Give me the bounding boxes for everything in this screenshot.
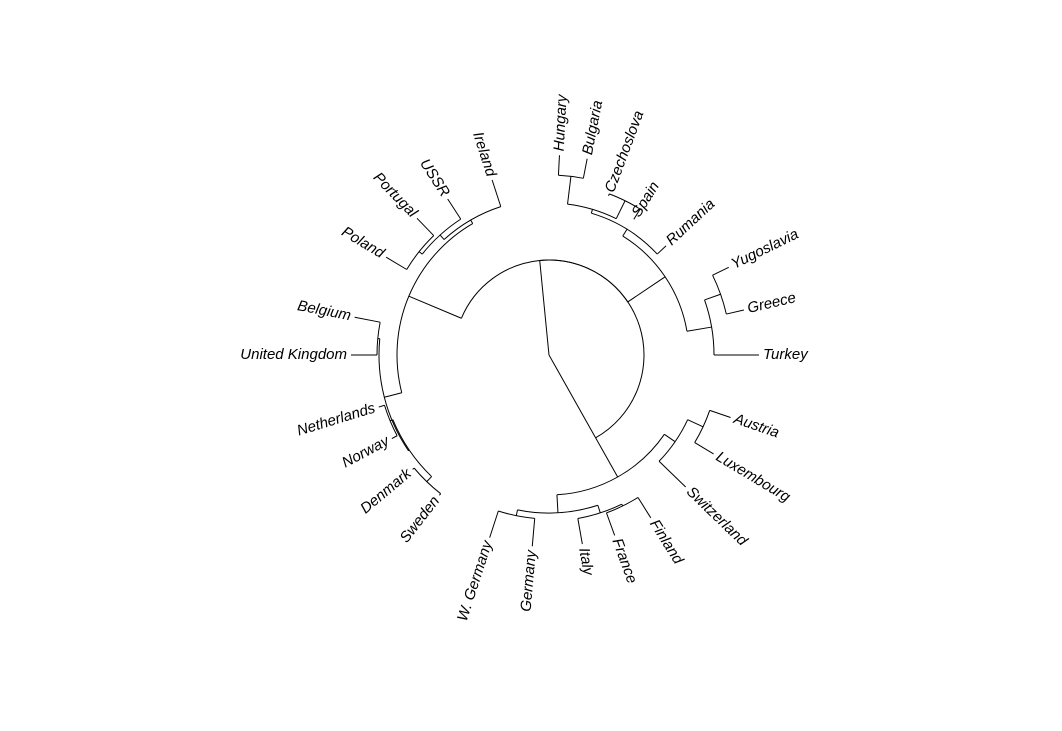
branch-segment-1 — [539, 260, 550, 356]
branch-segment-12 — [622, 228, 628, 237]
branch-segment-51 — [412, 467, 415, 470]
leaf-label: Rumania — [663, 196, 718, 249]
branch-segment-70 — [658, 460, 687, 488]
branch-segment-21 — [567, 176, 572, 205]
leaf-label: Italy — [575, 546, 597, 578]
leaf-label: Switzerland — [683, 483, 751, 550]
leaf-label: France — [609, 536, 641, 586]
branch-segment-35 — [416, 217, 435, 236]
branch-arc-13 — [591, 212, 658, 255]
branch-segment-57 — [515, 509, 518, 516]
leaf-label: Turkey — [763, 346, 809, 363]
branch-segment-74 — [709, 409, 731, 418]
branch-segment-49 — [426, 476, 432, 482]
leaf-label: Greece — [746, 289, 798, 317]
branch-segment-3 — [627, 276, 666, 303]
branch-segment-23 — [582, 158, 588, 179]
branch-segment-24 — [557, 155, 560, 176]
leaf-label: Ireland — [469, 130, 500, 179]
leaf-label: Hungary — [551, 93, 571, 152]
leaf-label: Belgium — [296, 297, 352, 324]
branch-arc-4 — [622, 235, 688, 332]
branch-segment-53 — [548, 354, 619, 478]
branch-arc-0 — [539, 259, 645, 439]
branch-segment-61 — [597, 505, 601, 514]
leaf-label: Portugal — [370, 169, 422, 221]
branch-segment-71 — [687, 419, 704, 428]
leaf-label: Netherlands — [295, 399, 378, 439]
branch-segment-11 — [712, 266, 729, 276]
dendrogram-branches — [351, 155, 759, 547]
branch-segment-14 — [656, 245, 667, 255]
leaf-label: Sweden — [396, 493, 443, 546]
branch-segment-32 — [447, 198, 462, 220]
branch-arc-2 — [460, 259, 629, 319]
leaf-label: Poland — [339, 223, 388, 262]
branch-segment-19 — [633, 208, 641, 220]
branch-segment-47 — [378, 404, 385, 408]
branch-arc-44 — [392, 419, 432, 477]
branch-arc-56 — [517, 504, 598, 514]
leaf-label: Norway — [339, 432, 393, 472]
branch-segment-20 — [608, 193, 610, 196]
branch-arc-46 — [384, 405, 398, 436]
branch-arc-38 — [378, 338, 409, 451]
leaf-label: Spain — [628, 179, 663, 221]
leaf-label: W. Germany — [454, 537, 496, 623]
branch-segment-66 — [605, 512, 616, 536]
branch-segment-52 — [439, 493, 442, 496]
branch-arc-28 — [443, 206, 501, 240]
branch-segment-68 — [664, 433, 676, 443]
branch-segment-10 — [726, 309, 744, 315]
branch-segment-25 — [408, 295, 462, 319]
branch-segment-60 — [531, 518, 536, 547]
branch-arc-54 — [556, 434, 665, 496]
branch-arc-6 — [704, 299, 715, 356]
branch-arc-16 — [567, 203, 617, 220]
branch-arc-31 — [421, 218, 462, 255]
branch-segment-45 — [389, 419, 394, 422]
branch-segment-59 — [489, 510, 499, 538]
leaf-label: Finland — [646, 516, 687, 567]
branch-segment-55 — [556, 494, 559, 513]
branch-segment-30 — [439, 234, 445, 240]
branch-segment-17 — [615, 200, 626, 219]
branch-segment-73 — [694, 442, 714, 455]
dendrogram-leaf-labels: Turkey Greece YugoslaviaRumaniaSpainCzecho… — [240, 93, 809, 624]
branch-segment-33 — [418, 251, 423, 255]
leaf-label: Denmark — [357, 464, 416, 517]
branch-arc-72 — [694, 410, 711, 443]
branch-arc-34 — [406, 235, 435, 270]
leaf-label: Austria — [731, 410, 782, 442]
branch-segment-15 — [590, 209, 593, 214]
branch-arc-69 — [658, 419, 689, 462]
branch-segment-36 — [385, 256, 407, 270]
branch-segment-63 — [577, 518, 583, 545]
branch-segment-48 — [391, 435, 398, 440]
branch-segment-41 — [354, 316, 381, 323]
branch-arc-62 — [577, 503, 622, 519]
branch-arc-26 — [396, 223, 473, 393]
branch-segment-5 — [686, 326, 712, 332]
leaf-label: Germany — [518, 548, 540, 612]
leaf-label: Yugoslavia — [728, 226, 801, 273]
leaf-label: Luxembourg — [713, 448, 794, 506]
branch-segment-29 — [491, 179, 502, 207]
branch-segment-67 — [637, 497, 652, 519]
leaf-label: Czechoslova — [601, 108, 647, 194]
branch-arc-65 — [606, 497, 639, 514]
leaf-label: USSR — [416, 156, 453, 200]
branch-segment-37 — [384, 392, 402, 398]
leaf-label: Bulgaria — [579, 99, 606, 156]
leaf-label: United Kingdom — [240, 346, 347, 363]
branch-segment-27 — [470, 219, 474, 224]
branch-segment-8 — [704, 293, 721, 301]
